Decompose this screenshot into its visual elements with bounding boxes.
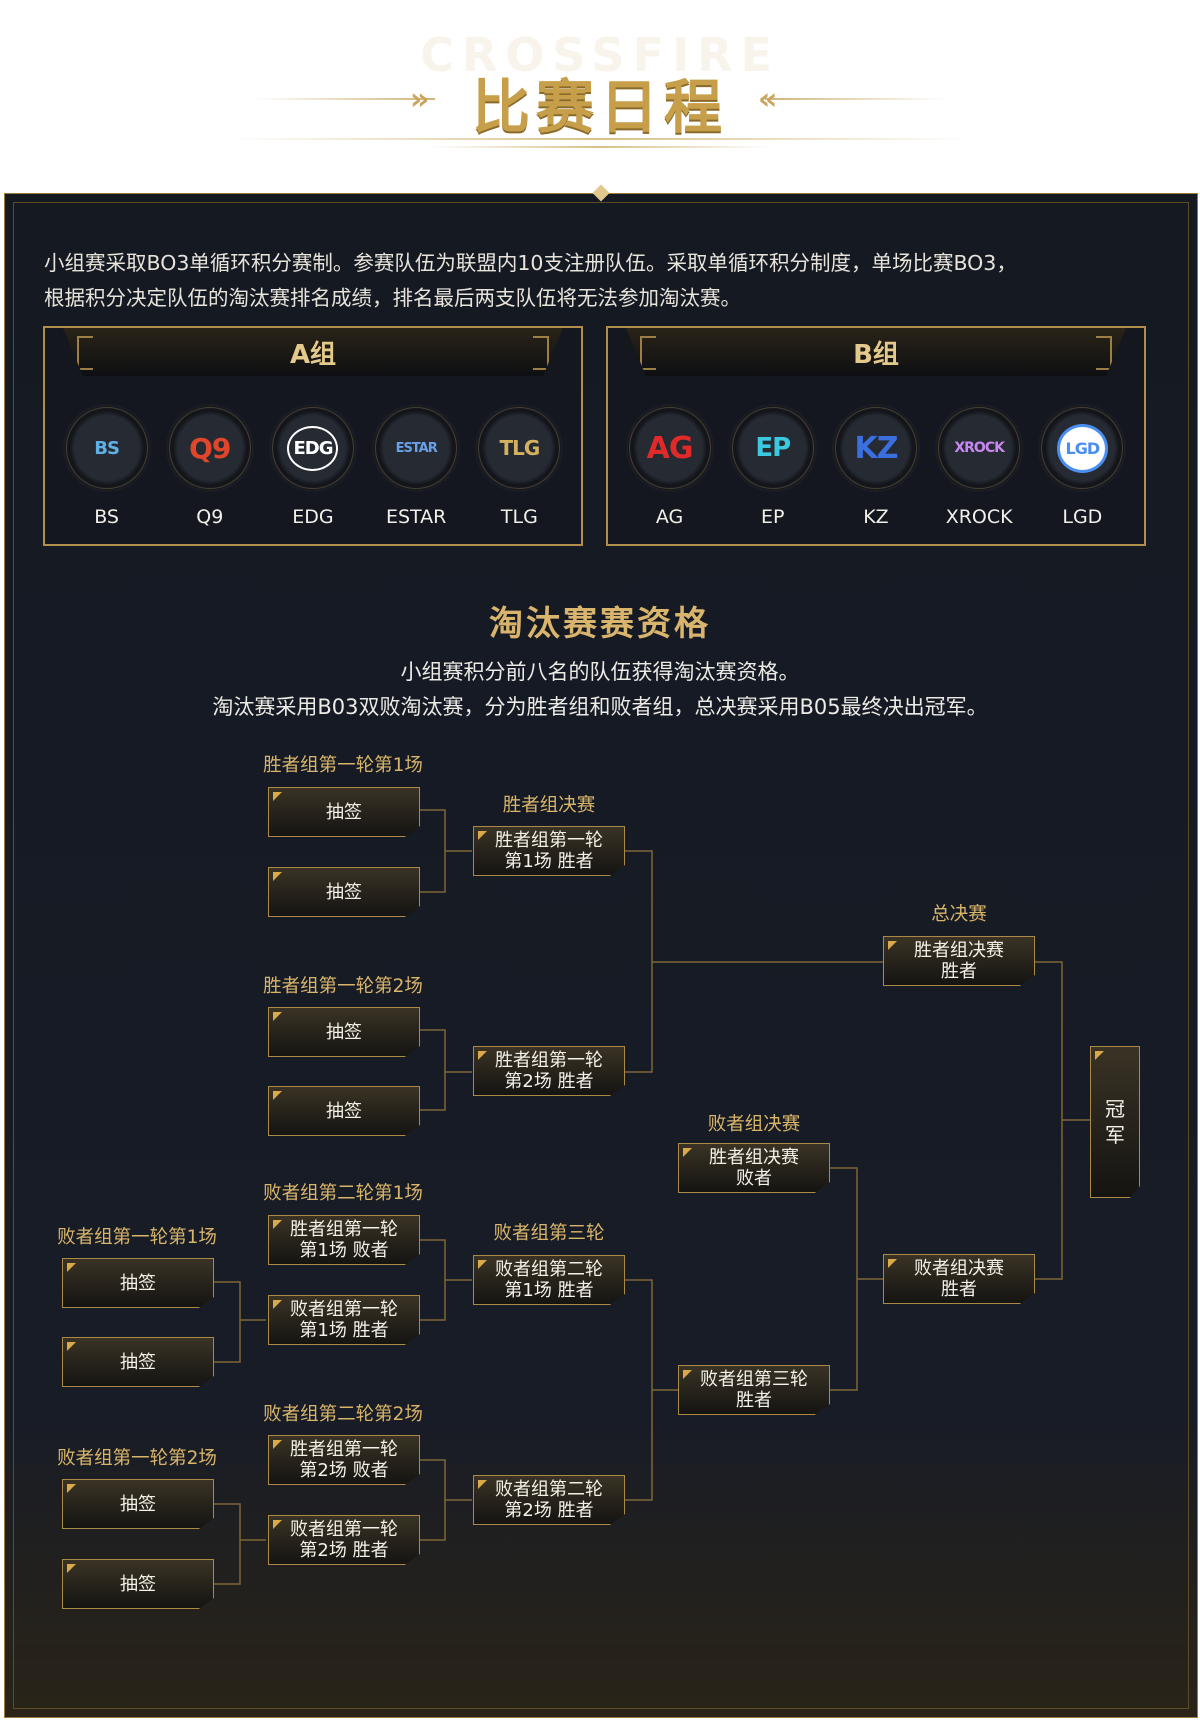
intro-line-1: 小组赛采取BO3单循环积分赛制。参赛队伍为联盟内10支注册队伍。采取单循环积分制… [44,251,1017,275]
label-winners-r1-m1: 胜者组第一轮第1场 [263,755,423,776]
group-a-card: A组 BS BS Q9 Q9 EDG EDG ESTAR ESTAR TLG T… [43,326,583,546]
playoff-section-title: 淘汰赛赛资格 [489,604,711,644]
bs-logo-icon: BS [62,404,151,492]
match-slot-draw[interactable]: 抽签 [268,867,420,917]
label-losers-r3: 败者组第三轮 [493,1223,605,1244]
match-slot-draw[interactable]: 抽签 [268,1007,420,1057]
kz-logo-icon: KZ [831,404,920,492]
match-slot-lb2m1-winner[interactable]: 败者组第二轮第1场 胜者 [473,1255,625,1305]
team-name: XROCK [945,506,1013,528]
header-line-right [765,98,945,100]
match-slot-lb1-winner[interactable]: 败者组第一轮第1场 胜者 [268,1295,420,1345]
page-title: 比赛日程 [471,73,728,141]
team-name: KZ [863,506,889,528]
chevron-right-icon: » [410,82,430,117]
team-name: AG [655,506,684,528]
team-ep[interactable]: EP EP [725,404,821,528]
group-b-teams: AG AG EP EP KZ KZ XROCK XROCK LGD LGD [618,404,1134,528]
q9-logo-icon: Q9 [165,404,254,492]
group-b-card: B组 AG AG EP EP KZ KZ XROCK XROCK LGD LGD [606,326,1146,546]
match-slot-draw[interactable]: 抽签 [62,1337,214,1387]
edg-logo-icon: EDG [268,404,357,492]
ag-logo-icon: AG [625,404,714,492]
header-underline [230,138,970,140]
match-slot-lb2m2-winner[interactable]: 败者组第二轮第2场 胜者 [473,1475,625,1525]
champion-slot[interactable]: 冠军 [1090,1046,1140,1198]
team-bs[interactable]: BS BS [59,404,155,528]
ep-logo-icon: EP [728,404,817,492]
team-lgd[interactable]: LGD LGD [1034,404,1130,528]
team-name: Q9 [196,506,224,528]
header-watermark: CROSSFIRE [420,28,780,82]
intro-line-2: 根据积分决定队伍的淘汰赛排名成绩，排名最后两支队伍将无法参加淘汰赛。 [44,286,741,310]
match-slot-wb2-winner[interactable]: 胜者组第一轮第2场 胜者 [473,1046,625,1096]
estar-logo-icon: ESTAR [372,404,461,492]
match-slot-draw[interactable]: 抽签 [268,787,420,837]
team-name: BS [94,506,119,528]
match-slot-wb1-winner[interactable]: 胜者组第一轮第1场 胜者 [473,826,625,876]
label-winners-final: 胜者组决赛 [502,795,596,816]
team-xrock[interactable]: XROCK XROCK [931,404,1027,528]
team-edg[interactable]: EDG EDG [265,404,361,528]
team-q9[interactable]: Q9 Q9 [162,404,258,528]
label-losers-r2-m1: 败者组第二轮第1场 [263,1183,423,1204]
intro-text: 小组赛采取BO3单循环积分赛制。参赛队伍为联盟内10支注册队伍。采取单循环积分制… [44,246,1164,316]
match-slot-draw[interactable]: 抽签 [62,1559,214,1609]
label-losers-r2-m2: 败者组第二轮第2场 [263,1404,423,1425]
match-slot-wb2-loser[interactable]: 胜者组第一轮第2场 败者 [268,1435,420,1485]
header-line-left [255,98,435,100]
match-slot-draw[interactable]: 抽签 [268,1086,420,1136]
match-slot-wb1-loser[interactable]: 胜者组第一轮第1场 败者 [268,1215,420,1265]
match-slot-draw[interactable]: 抽签 [62,1258,214,1308]
playoff-description-2: 淘汰赛采用B03双败淘汰赛，分为胜者组和败者组，总决赛采用B05最终决出冠军。 [212,695,988,719]
group-a-teams: BS BS Q9 Q9 EDG EDG ESTAR ESTAR TLG TLG [55,404,571,528]
match-slot-wbfinal-winner[interactable]: 胜者组决赛胜者 [883,936,1035,986]
team-name: EP [761,506,785,528]
label-losers-r1-m1: 败者组第一轮第1场 [57,1227,217,1248]
group-b-title: B组 [626,328,1126,376]
label-grand-final: 总决赛 [931,904,987,925]
team-name: LGD [1062,506,1103,528]
group-a-title: A组 [63,328,563,376]
team-name: TLG [500,506,538,528]
header-underline-inner [430,146,770,148]
match-slot-lbfinal-winner[interactable]: 败者组决赛胜者 [883,1254,1035,1304]
match-slot-draw[interactable]: 抽签 [62,1479,214,1529]
lgd-logo-icon: LGD [1038,404,1127,492]
panel-inner-border [13,202,1189,1709]
team-estar[interactable]: ESTAR ESTAR [368,404,464,528]
match-slot-lb3-winner[interactable]: 败者组第三轮胜者 [678,1365,830,1415]
tlg-logo-icon: TLG [475,404,564,492]
xrock-logo-icon: XROCK [935,404,1024,492]
team-kz[interactable]: KZ KZ [828,404,924,528]
label-losers-final: 败者组决赛 [707,1114,801,1135]
team-name: EDG [292,506,334,528]
label-losers-r1-m2: 败者组第一轮第2场 [57,1448,217,1469]
team-tlg[interactable]: TLG TLG [471,404,567,528]
chevron-left-icon: « [758,82,778,117]
label-winners-r1-m2: 胜者组第一轮第2场 [263,976,423,997]
playoff-description-1: 小组赛积分前八名的队伍获得淘汰赛资格。 [400,660,800,684]
page-header: CROSSFIRE » « 比赛日程 [0,0,1200,190]
match-slot-lb1m2-winner[interactable]: 败者组第一轮第2场 胜者 [268,1515,420,1565]
match-slot-wbfinal-loser[interactable]: 胜者组决赛败者 [678,1143,830,1193]
team-ag[interactable]: AG AG [622,404,718,528]
team-name: ESTAR [385,506,447,528]
